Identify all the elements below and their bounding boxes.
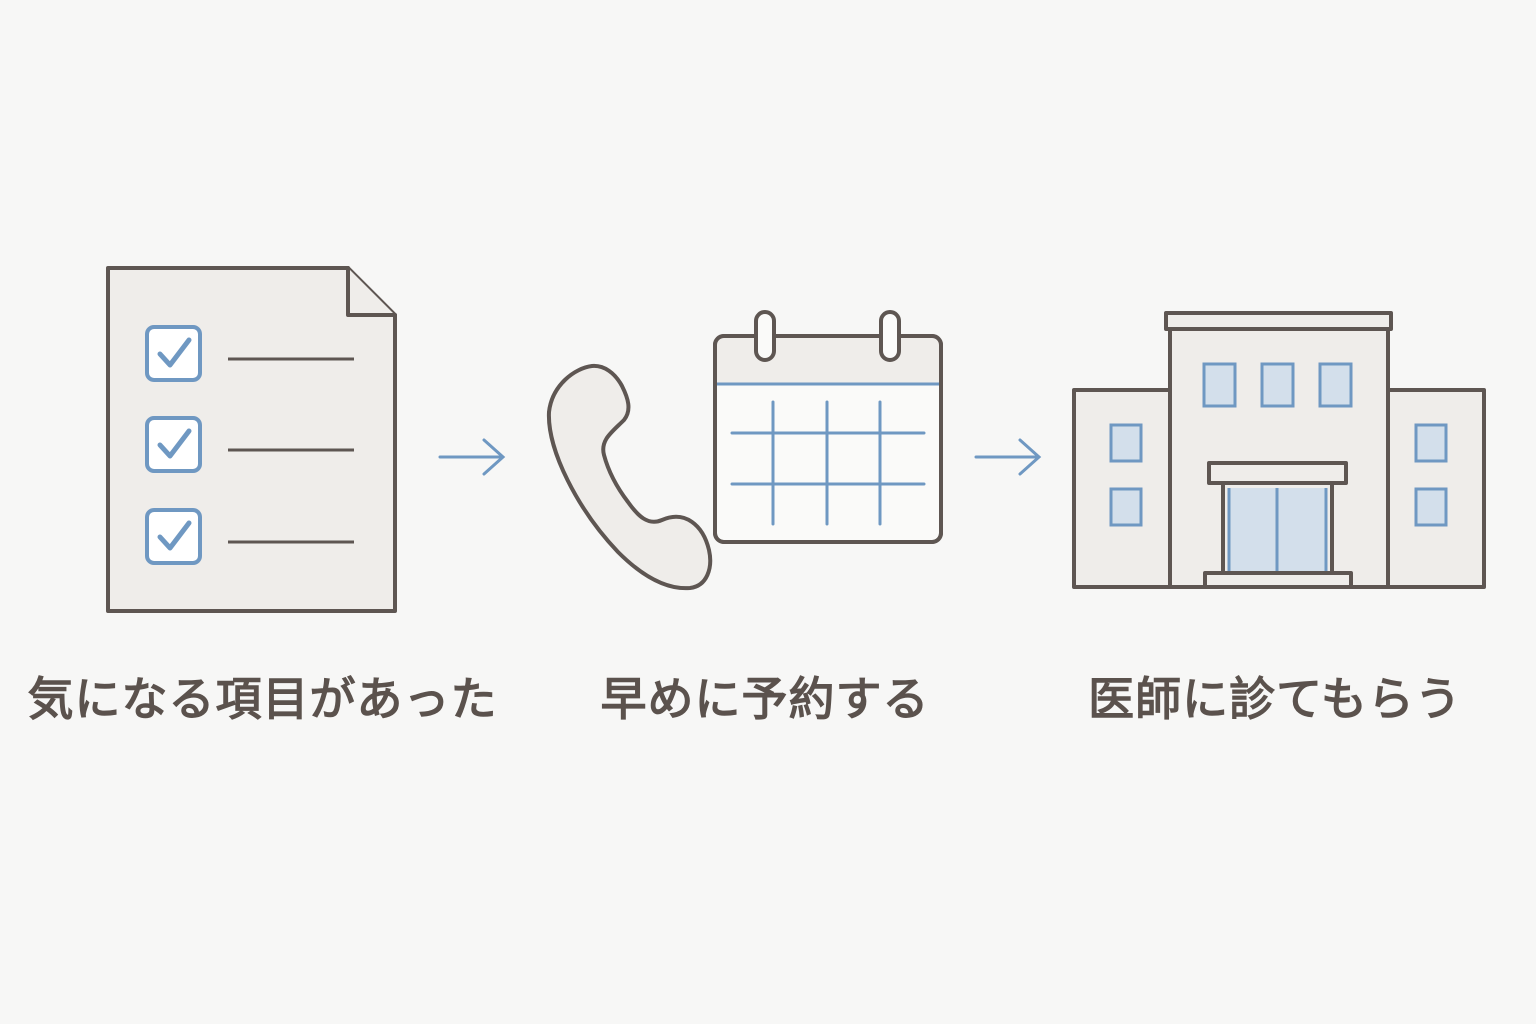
checkbox-icon xyxy=(145,416,202,473)
checkbox-icon xyxy=(145,508,202,565)
step-1-label: 気になる項目があった xyxy=(27,672,498,726)
window-icon xyxy=(1109,362,1448,527)
step-3-label: 医師に診てもらう xyxy=(1088,672,1462,726)
arrow-right-icon xyxy=(974,438,1042,476)
calendar-icon xyxy=(713,310,943,544)
checklist-document-icon xyxy=(106,266,397,613)
step-2-label: 早めに予約する xyxy=(600,672,930,726)
checkbox-icon xyxy=(145,325,202,382)
arrow-right-icon xyxy=(438,438,506,476)
phone-handset-icon xyxy=(546,363,713,591)
entrance-door-icon xyxy=(1203,461,1353,589)
hospital-building-icon xyxy=(1072,311,1486,589)
